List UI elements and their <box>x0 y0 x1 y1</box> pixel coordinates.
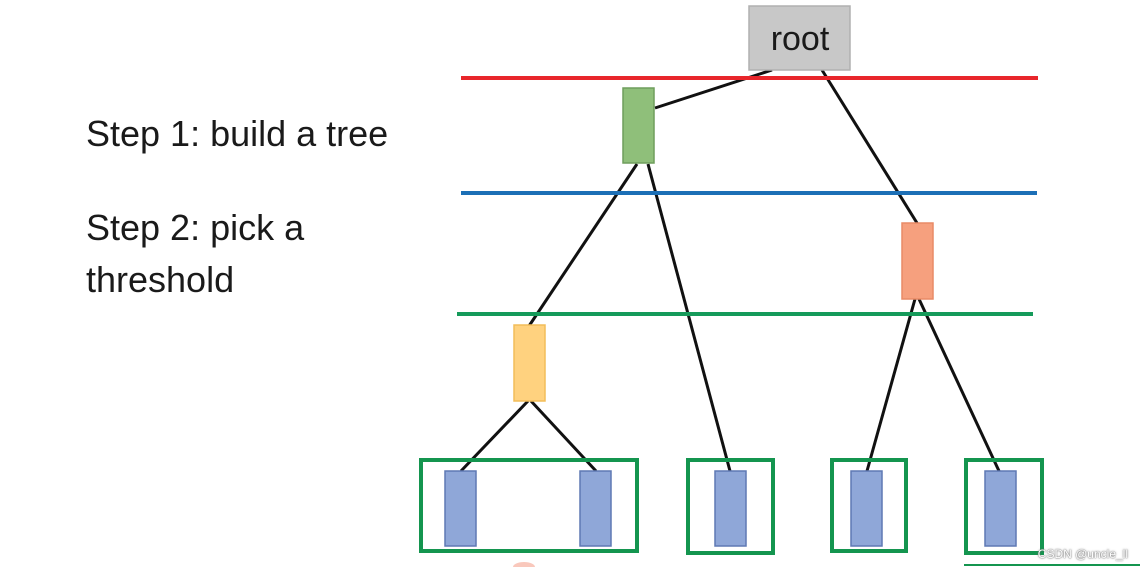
leaf-nodes <box>444 470 1017 547</box>
cluster-boxes <box>419 458 1044 555</box>
edge-orange-to-leaf-5 <box>917 298 1001 472</box>
cluster-box-4 <box>964 458 1044 555</box>
edge-green-to-leaf-3 <box>646 163 732 472</box>
cluster-box-1 <box>419 458 639 553</box>
internal-node-orange <box>901 222 934 300</box>
root-node-label: root <box>771 20 830 58</box>
internal-node-yellow <box>513 324 546 402</box>
leaf-node-4 <box>850 470 883 547</box>
root-node <box>748 5 851 71</box>
step-2-label-line-2: threshold <box>86 259 235 300</box>
edge-green-to-yellow <box>527 163 639 327</box>
edge-orange-to-leaf-4 <box>865 298 917 472</box>
cluster-box-2 <box>686 458 775 555</box>
leaf-node-2 <box>579 470 612 547</box>
steps-text: Step 1: build a tree Step 2: pick a thre… <box>86 108 446 306</box>
step-1-label: Step 1: build a tree <box>86 113 389 154</box>
leaf-node-3 <box>714 470 747 547</box>
watermark: CSDN @uncle_ll <box>1037 547 1128 561</box>
step-2-label-line-1: Step 2: pick a <box>86 207 305 248</box>
partial-shape <box>513 562 535 567</box>
internal-node-green <box>622 87 655 164</box>
edge-root-to-orange <box>820 69 919 224</box>
edge-root-to-green <box>654 68 773 110</box>
leaf-node-1 <box>444 470 477 547</box>
leaf-node-5 <box>984 470 1017 547</box>
cluster-box-3 <box>830 458 908 553</box>
